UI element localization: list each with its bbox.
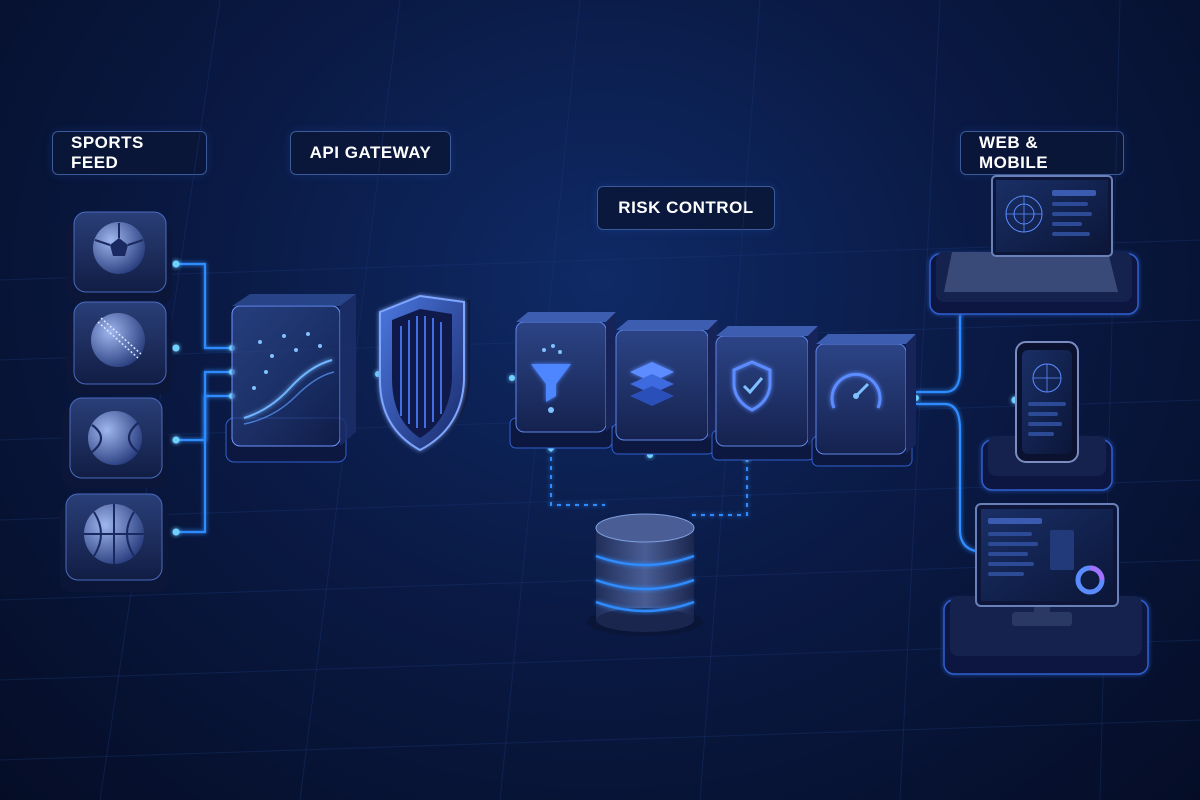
desktop-device (943, 503, 1149, 675)
sports-feed-tiles (60, 211, 172, 592)
api-gateway-shield (379, 294, 470, 452)
module-verify (711, 326, 818, 461)
funnel-icon (531, 344, 571, 413)
label-sports-feed: SPORTS FEED (52, 131, 207, 175)
database-icon (587, 513, 703, 636)
module-layers (611, 320, 718, 455)
tile-basketball (60, 493, 168, 592)
phone-device (981, 341, 1113, 491)
layers-icon (630, 362, 674, 406)
risk-modules (509, 312, 916, 467)
ingestion-cube (225, 294, 356, 463)
tennis-ball-icon (88, 411, 142, 465)
gauge-icon (830, 372, 882, 409)
data-wave-icon (243, 332, 335, 425)
tile-cricket (66, 301, 172, 394)
tile-tennis (62, 397, 168, 488)
binary-pattern (400, 316, 442, 428)
label-risk-control: RISK CONTROL (597, 186, 775, 230)
tile-soccer (66, 211, 172, 304)
label-api-gateway: API GATEWAY (290, 131, 451, 175)
shield-check-icon (732, 360, 772, 412)
laptop-device (929, 175, 1139, 315)
desktop-dashboard (988, 518, 1105, 595)
sports-connectors (172, 260, 235, 536)
cricket-ball-icon (91, 313, 145, 367)
module-filter (509, 312, 616, 449)
label-web-mobile: WEB & MOBILE (960, 131, 1124, 175)
phone-dashboard (1028, 363, 1066, 436)
laptop-dashboard (1005, 190, 1096, 236)
module-speed (811, 334, 916, 467)
